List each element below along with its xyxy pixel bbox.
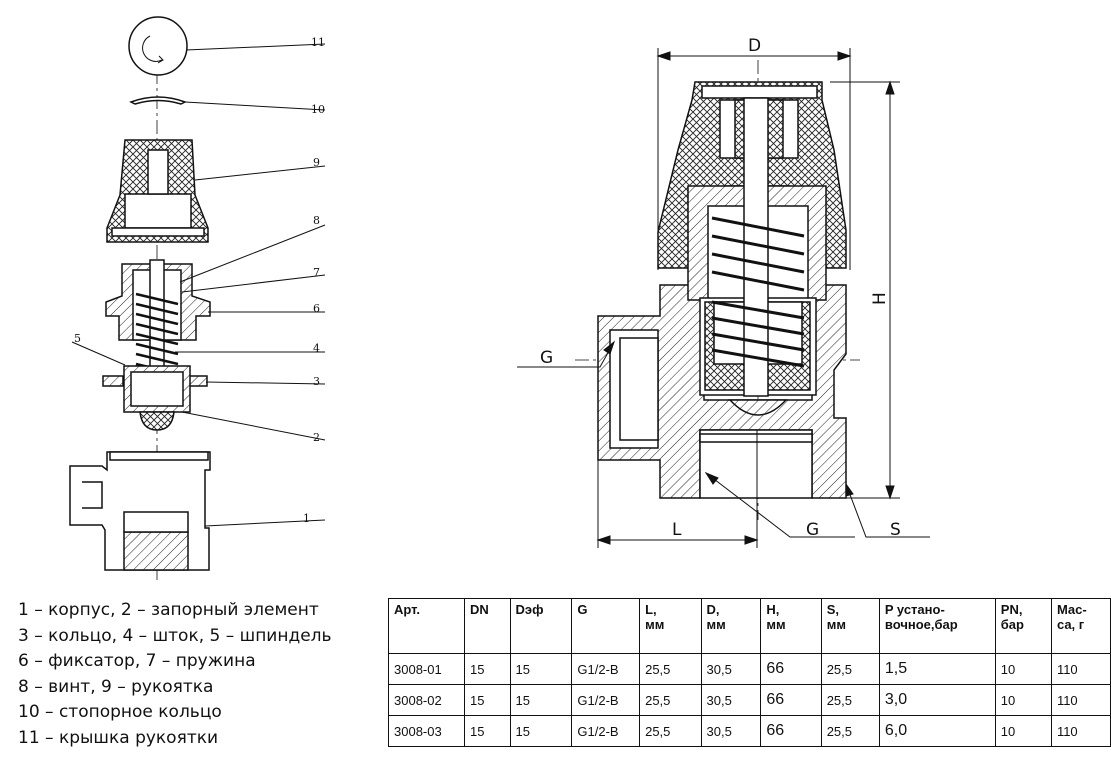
callout-7: 7	[313, 266, 320, 279]
table-cell: 15	[509, 715, 573, 747]
table-cell: 3008-03	[388, 715, 465, 747]
table-header-cell: Dэф	[509, 598, 573, 654]
legend-line: 1 – корпус, 2 – запорный элемент	[18, 600, 319, 620]
table-header-cell: Мас-са, г	[1050, 598, 1111, 654]
table-header-cell: DN	[463, 598, 511, 654]
exploded-view	[69, 16, 211, 580]
table-cell: 110	[1050, 653, 1111, 685]
table-header-cell: P устано-вочное,бар	[878, 598, 996, 654]
table-cell: 3008-01	[388, 653, 465, 685]
part-11-handle-cap	[128, 16, 188, 76]
callout-2: 2	[313, 431, 320, 444]
dimension-labels: D H G L G S	[540, 36, 901, 540]
table-cell: G1/2-B	[571, 715, 641, 747]
callout-8: 8	[313, 214, 320, 227]
table-header-cell: L,мм	[639, 598, 702, 654]
callout-6: 6	[313, 302, 320, 315]
leader-lines	[71, 43, 326, 527]
part-2-shutoff-element	[123, 365, 191, 431]
legend-line: 10 – стопорное кольцо	[18, 702, 222, 722]
legend-line: 11 – крышка рукоятки	[18, 727, 219, 748]
table-cell: 25,5	[639, 715, 702, 747]
part-10-retaining-ring	[129, 96, 187, 105]
table-cell: 25,5	[820, 684, 880, 716]
callout-4: 4	[313, 342, 320, 355]
table-cell: 10	[994, 715, 1052, 747]
callout-9: 9	[313, 156, 320, 169]
table-header-cell: PN,бар	[994, 598, 1052, 654]
callout-11: 11	[311, 36, 325, 49]
table-cell: 30,5	[700, 715, 762, 747]
callout-1: 1	[303, 512, 310, 525]
table-cell: 15	[463, 684, 511, 716]
table-header-cell: D,мм	[700, 598, 762, 654]
legend-line: 8 – винт, 9 – рукоятка	[18, 676, 214, 697]
table-cell: 25,5	[820, 715, 880, 747]
legend-line: 6 – фиксатор, 7 – пружина	[18, 651, 256, 671]
dim-D-label: D	[748, 36, 761, 56]
table-cell: 25,5	[639, 653, 702, 685]
table-header-cell: S,мм	[820, 598, 880, 654]
callout-3: 3	[313, 375, 320, 388]
legend-line: 3 – кольцо, 4 – шток, 5 – шпиндель	[18, 625, 332, 646]
table-cell: 30,5	[700, 684, 762, 716]
table-cell: 66	[760, 684, 822, 716]
table-cell: 1,5	[878, 653, 996, 685]
dim-S-label: S	[890, 520, 901, 540]
callout-10: 10	[311, 103, 325, 116]
table-cell: 25,5	[639, 684, 702, 716]
table-cell: G1/2-B	[571, 653, 641, 685]
table-cell: 3008-02	[388, 684, 465, 716]
part-9-handle	[106, 139, 209, 243]
dim-L-label: L	[672, 520, 682, 540]
table-cell: 110	[1050, 684, 1111, 716]
section-view	[575, 60, 860, 520]
table-cell: 6,0	[878, 715, 996, 747]
table-cell: 66	[760, 715, 822, 747]
part-1-body	[69, 451, 211, 571]
callout-labels: 11 10 9 8 7 6 5 4 3 2 1	[74, 36, 325, 525]
table-cell: 10	[994, 653, 1052, 685]
section-spring	[711, 216, 805, 368]
table-cell: 66	[760, 653, 822, 685]
table-cell: 15	[509, 684, 573, 716]
table-header-cell: G	[571, 598, 641, 654]
table-cell: 15	[463, 715, 511, 747]
callout-5: 5	[74, 332, 81, 345]
table-cell: 110	[1050, 715, 1111, 747]
table-header-cell: H,мм	[760, 598, 822, 654]
dim-H-label: H	[870, 292, 890, 305]
dim-G-left-label: G	[540, 348, 553, 368]
table-header-cell: Арт.	[388, 598, 465, 654]
valve-drawing: 11 10 9 8 7 6 5 4 3 2 1	[69, 16, 930, 580]
table-cell: 10	[994, 684, 1052, 716]
table-cell: 15	[509, 653, 573, 685]
parts-legend: 1 – корпус, 2 – запорный элемент 3 – кол…	[18, 598, 378, 751]
table-cell: 25,5	[820, 653, 880, 685]
dimension-lines	[517, 48, 930, 548]
table-cell: 3,0	[878, 684, 996, 716]
dim-G-bottom-label: G	[806, 520, 819, 540]
table-cell: 30,5	[700, 653, 762, 685]
table-cell: G1/2-B	[571, 684, 641, 716]
table-cell: 15	[463, 653, 511, 685]
